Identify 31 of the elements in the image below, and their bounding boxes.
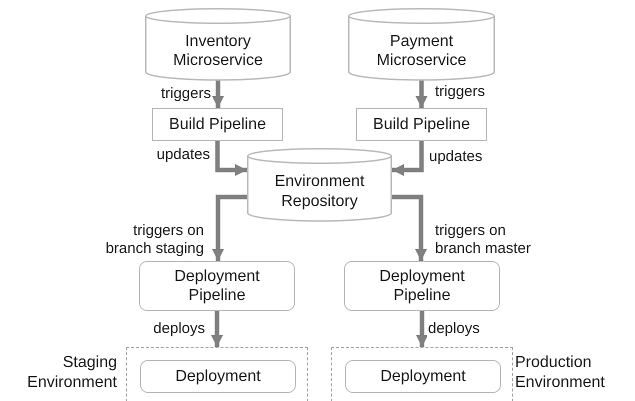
edge-label: triggers bbox=[160, 85, 212, 103]
edge-label: triggers bbox=[434, 83, 486, 101]
edge-label: updates bbox=[156, 146, 211, 164]
node-label: Deployment Pipeline bbox=[173, 266, 261, 306]
node-label: Build Pipeline bbox=[169, 114, 266, 134]
node-label: Build Pipeline bbox=[373, 114, 470, 134]
arrow bbox=[416, 311, 428, 347]
arrow bbox=[215, 141, 247, 176]
process-box bbox=[356, 108, 487, 141]
arrow bbox=[392, 141, 424, 176]
node-label: Deployment Pipeline bbox=[378, 266, 466, 306]
node-label: Environment Repository bbox=[274, 172, 366, 211]
edge-label: deploys bbox=[427, 320, 481, 338]
node-label: Deployment bbox=[175, 366, 261, 386]
arrow bbox=[416, 80, 428, 108]
arrow bbox=[212, 80, 224, 108]
arrow bbox=[212, 194, 247, 261]
node-label: Deployment bbox=[380, 366, 466, 386]
environment-label: Staging Environment bbox=[26, 353, 117, 393]
process-box bbox=[345, 360, 501, 393]
environment-label: Production Environment bbox=[515, 353, 606, 393]
process-box bbox=[139, 261, 295, 311]
node-label: Payment Microservice bbox=[376, 32, 468, 70]
process-box bbox=[140, 360, 296, 393]
arrow bbox=[392, 194, 427, 261]
arrow bbox=[211, 311, 223, 347]
edge-label: deploys bbox=[152, 320, 206, 338]
process-box bbox=[152, 108, 283, 141]
node-label: Inventory Microservice bbox=[172, 32, 264, 70]
edge-label: updates bbox=[428, 148, 484, 166]
process-box bbox=[344, 261, 500, 311]
